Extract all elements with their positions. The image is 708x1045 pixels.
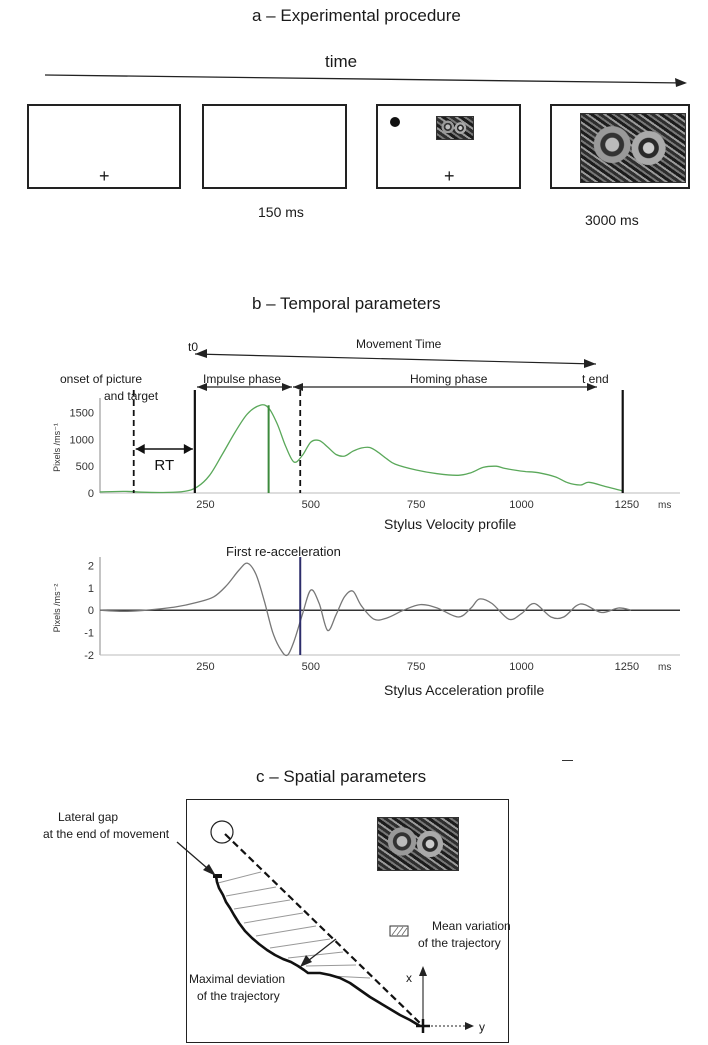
screen-picture xyxy=(550,104,690,189)
trajectory-diagram xyxy=(176,820,474,1033)
series-line xyxy=(99,404,623,494)
impulse-phase-label: Impulse phase xyxy=(203,372,282,386)
target-dot xyxy=(390,117,400,127)
x-unit-label: ms xyxy=(658,662,671,673)
mean-variation-line1: Mean variation xyxy=(432,919,511,933)
leopard-thumbnail xyxy=(436,116,474,140)
time-label: time xyxy=(325,52,358,71)
x-tick-label: 250 xyxy=(196,661,214,673)
fixation-cross: + xyxy=(444,166,455,186)
rt-arrow-head-left xyxy=(135,444,145,454)
x-tick-label: 750 xyxy=(407,499,425,511)
axis-y-label: y xyxy=(479,1020,485,1034)
series-line xyxy=(99,562,632,657)
x-tick-label: 500 xyxy=(302,661,320,673)
y-tick-label: 1000 xyxy=(70,434,94,446)
panel-b-title: b – Temporal parameters xyxy=(252,294,441,313)
leopard-picture xyxy=(580,113,686,183)
homing-phase-label: Homing phase xyxy=(410,372,488,386)
duration-150: 150 ms xyxy=(258,204,304,220)
y-tick-label: 1500 xyxy=(70,408,94,420)
max-deviation-line2: of the trajectory xyxy=(197,989,280,1003)
panel-a-title: a – Experimental procedure xyxy=(252,6,461,25)
y-tick-label: 0 xyxy=(88,605,94,617)
first-reacceleration-label: First re-acceleration xyxy=(226,544,341,559)
t-end-label: t end xyxy=(582,372,609,386)
max-deviation-line1: Maximal deviation xyxy=(189,972,286,986)
movement-time-label: Movement Time xyxy=(356,337,442,351)
acceleration-caption: Stylus Acceleration profile xyxy=(384,682,545,698)
x-tick-label: 1000 xyxy=(509,499,533,511)
t0-label: t0 xyxy=(188,340,199,354)
panel-c-title: c – Spatial parameters xyxy=(256,767,427,786)
acceleration-chart: -2 -1 0 1 2 250 500 750 1000 1250 ms Pixels /ms⁻² xyxy=(52,557,680,673)
trajectory-path xyxy=(214,875,421,1028)
mean-variation-line2: of the trajectory xyxy=(418,936,501,950)
y-tick-label: 500 xyxy=(76,461,94,473)
duration-3000: 3000 ms xyxy=(585,212,639,228)
phase-annotations xyxy=(194,349,597,391)
lateral-gap-line2: at the end of movement xyxy=(43,827,170,841)
y-axis-label: Pixels /ms⁻¹ xyxy=(52,423,62,472)
rt-label: RT xyxy=(154,457,174,474)
y-tick-label: 1 xyxy=(88,583,94,595)
x-tick-label: 1250 xyxy=(615,499,639,511)
velocity-caption: Stylus Velocity profile xyxy=(384,516,517,532)
x-tick-label: 1000 xyxy=(509,661,533,673)
axis-x-label: x xyxy=(406,971,412,985)
screen-target-and-picture: + xyxy=(376,104,521,189)
screen-fixation-1: + xyxy=(27,104,181,189)
onset-label-line2: and target xyxy=(104,389,159,403)
x-tick-label: 750 xyxy=(407,661,425,673)
screen-blank xyxy=(202,104,347,189)
y-tick-label: -2 xyxy=(84,650,94,662)
x-tick-label: 1250 xyxy=(615,661,639,673)
rt-arrow-head-right xyxy=(183,444,193,454)
y-tick-label: -1 xyxy=(84,628,94,640)
lateral-gap-line1: Lateral gap xyxy=(58,810,119,824)
x-tick-label: 250 xyxy=(196,499,214,511)
y-tick-label: 0 xyxy=(88,488,94,500)
onset-label-line1: onset of picture xyxy=(60,372,143,386)
x-tick-label: 500 xyxy=(302,499,320,511)
velocity-chart: 0 500 1000 1500 250 500 750 1000 1250 ms Pixels /m… xyxy=(52,390,680,511)
x-unit-label: ms xyxy=(658,500,671,511)
leopard-picture-small xyxy=(377,817,459,871)
y-axis-label: Pixels /ms⁻² xyxy=(52,584,62,633)
target-circle xyxy=(210,820,234,844)
fixation-cross: + xyxy=(99,166,110,186)
y-tick-label: 2 xyxy=(88,560,94,572)
time-arrow xyxy=(45,74,687,87)
small-dash xyxy=(562,760,573,761)
